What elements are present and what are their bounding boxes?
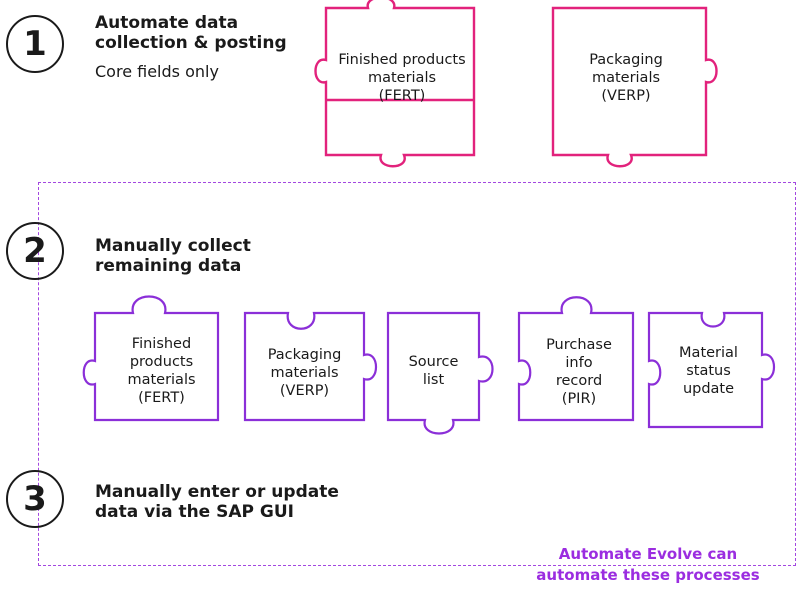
- puzzle-piece-source-list: [386, 311, 494, 435]
- puzzle-piece-pir: [517, 296, 635, 422]
- step-1-title: Automate data collection & posting: [95, 13, 287, 53]
- step-3-number: 3: [6, 470, 64, 528]
- step-2-number: 2: [6, 222, 64, 280]
- puzzle-piece-verp-manual: [243, 311, 377, 422]
- step-3-title: Manually enter or update data via the SA…: [95, 482, 339, 522]
- step-1-number: 1: [6, 15, 64, 73]
- step-2-title: Manually collect remaining data: [95, 236, 251, 276]
- puzzle-piece-fert-automated: [314, 0, 476, 168]
- piece-label-fert-manual: Finished products materials (FERT): [127, 336, 196, 406]
- puzzle-piece-verp-automated: [551, 6, 718, 168]
- puzzle-piece-material-status: [647, 311, 775, 429]
- piece-label-verp-automated: Packaging materials (VERP): [589, 52, 663, 104]
- piece-label-pir: Purchase info record (PIR): [546, 337, 612, 407]
- step-1-subtitle: Core fields only: [95, 62, 219, 81]
- piece-label-fert-automated: Finished products materials (FERT): [338, 52, 466, 104]
- automation-scope-box: [38, 182, 796, 566]
- piece-label-material-status: Material status update: [679, 345, 738, 397]
- piece-label-source-list: Source list: [408, 354, 459, 388]
- puzzle-piece-fert-manual: [82, 295, 220, 422]
- automation-note: Automate Evolve can automate these proce…: [536, 545, 760, 584]
- piece-label-verp-manual: Packaging materials (VERP): [267, 347, 342, 399]
